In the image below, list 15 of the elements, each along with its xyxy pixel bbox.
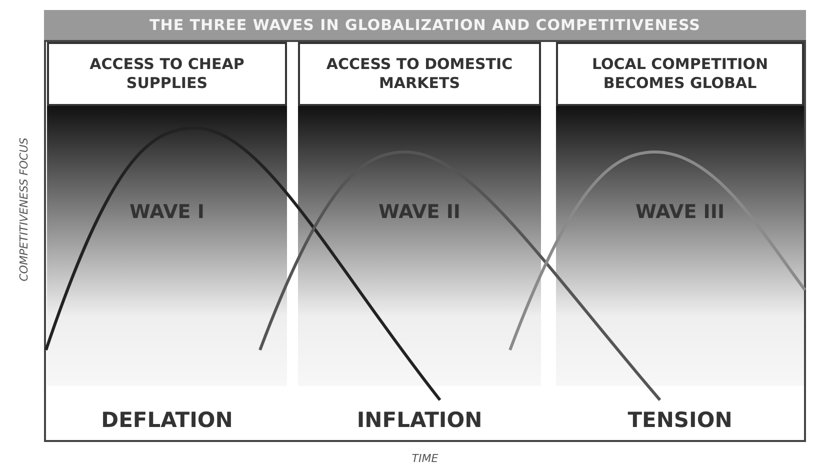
heading-box: LOCAL COMPETITION BECOMES GLOBAL [556,42,804,106]
wave-label: WAVE I [130,201,204,223]
wave-label: WAVE II [378,201,460,223]
gradient-panel [556,106,804,386]
heading-box: ACCESS TO CHEAP SUPPLIES [47,42,287,106]
x-axis-label: TIME [412,452,438,465]
gradient-panel [298,106,541,386]
title-bar: THE THREE WAVES IN GLOBALIZATION AND COMPETITIVENESS [44,10,806,40]
phase-label: TENSION [628,408,732,432]
wave-label: WAVE III [635,201,725,223]
phase-label: DEFLATION [101,408,233,432]
phase-label: INFLATION [356,408,482,432]
y-axis-label: COMPETITIVENESS FOCUS [18,138,30,282]
heading-box: ACCESS TO DOMESTIC MARKETS [298,42,541,106]
gradient-panel [47,106,287,386]
